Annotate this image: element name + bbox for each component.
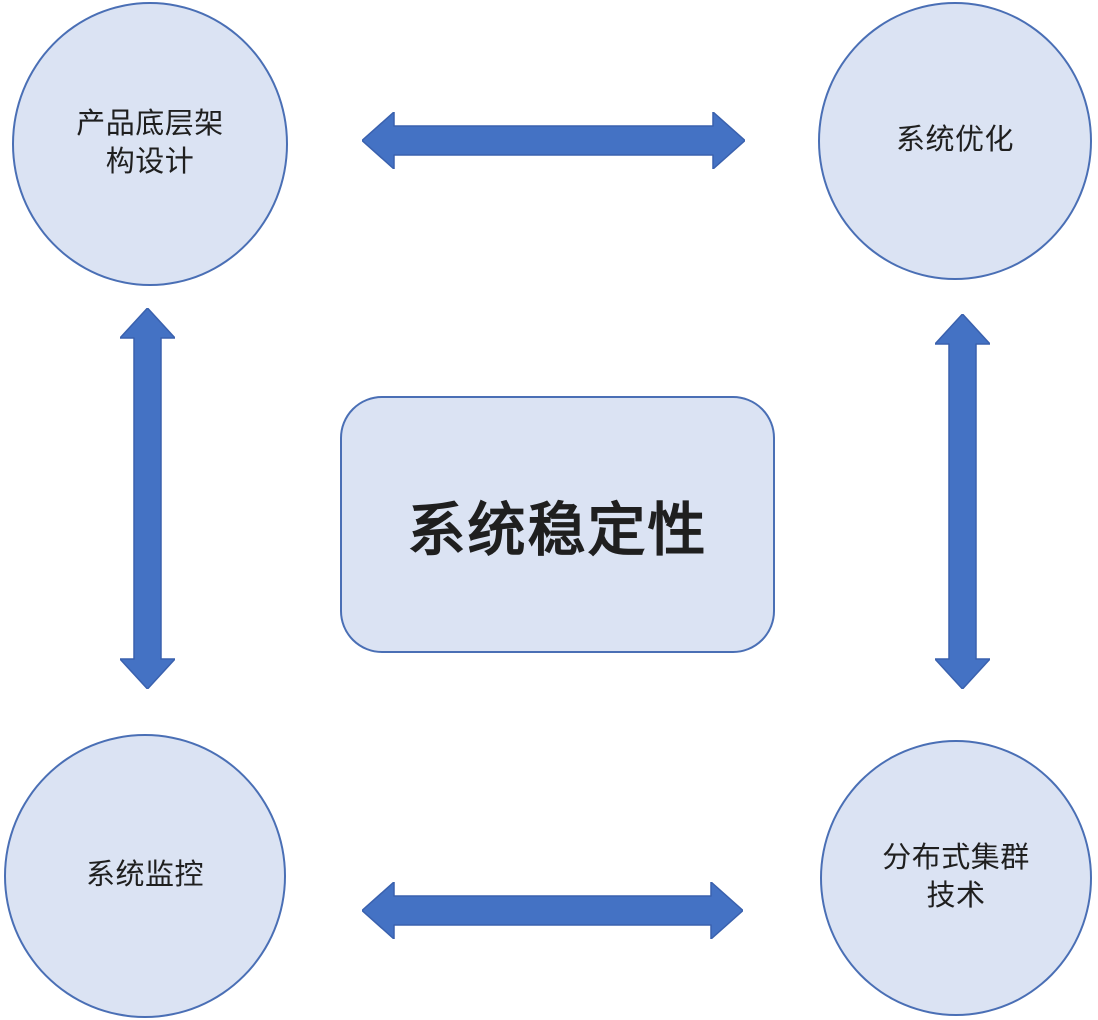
node-system-stability: 系统稳定性 xyxy=(340,396,775,653)
double-arrow-right-shape xyxy=(935,314,990,689)
node-label-product-architecture: 产品底层架构设计 xyxy=(76,108,224,178)
double-arrow-bottom-icon xyxy=(362,882,743,939)
node-label-distributed-cluster: 分布式集群技术 xyxy=(882,842,1030,912)
node-product-architecture: 产品底层架构设计 xyxy=(12,2,288,286)
double-arrow-top-shape xyxy=(362,112,745,169)
node-label-system-optimization: 系统优化 xyxy=(895,124,1014,157)
double-arrow-top-icon xyxy=(362,112,745,169)
node-label-system-monitoring: 系统监控 xyxy=(85,859,204,892)
double-arrow-right-icon xyxy=(935,314,990,689)
node-system-optimization: 系统优化 xyxy=(818,2,1092,280)
double-arrow-left-shape xyxy=(120,308,175,689)
node-system-monitoring: 系统监控 xyxy=(4,734,286,1018)
double-arrow-left-icon xyxy=(120,308,175,689)
center-label: 系统稳定性 xyxy=(407,497,708,563)
node-distributed-cluster: 分布式集群技术 xyxy=(820,740,1092,1016)
double-arrow-bottom-shape xyxy=(362,882,743,939)
